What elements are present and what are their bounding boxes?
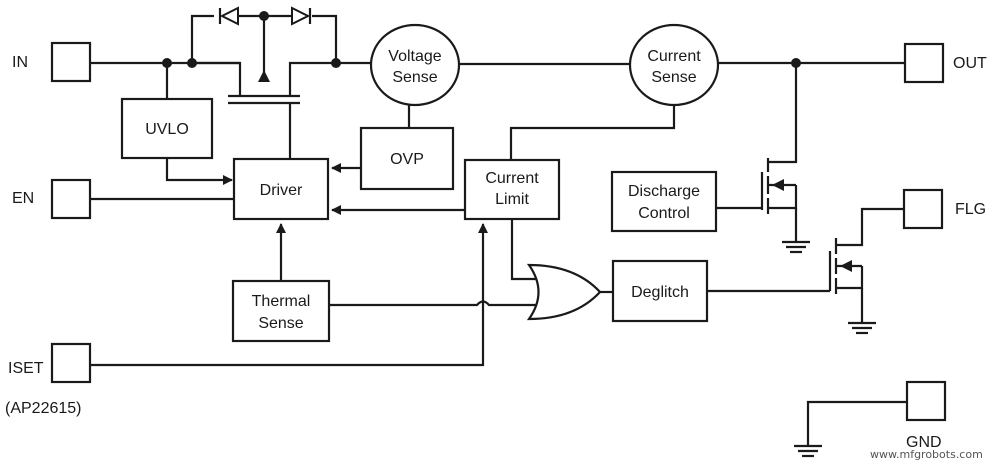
discharge-control-label-line2: Control [638,205,690,222]
current-sense-block: Current Sense [628,23,720,107]
flag-mosfet [828,207,904,335]
pin-en: EN [12,178,92,220]
pin-iset-label: ISET [8,360,44,377]
uvlo-label: UVLO [145,121,189,138]
pin-gnd: GND [905,380,947,451]
pin-en-label: EN [12,190,34,207]
ovp-block: OVP [331,105,455,191]
voltage-sense-label-line1: Voltage [388,48,441,65]
junction-dot [187,58,197,68]
pass-mosfet-body-arrow [258,70,270,82]
junction-dot [259,11,269,21]
uvlo-block: UVLO [120,63,233,185]
discharge-mosfet [760,63,810,254]
voltage-sense-label-line2: Sense [392,69,437,86]
pin-flg-label: FLG [955,201,986,218]
driver-label: Driver [260,182,303,199]
thermal-sense-label-line2: Sense [258,315,303,332]
current-limit-label-line2: Limit [495,191,529,208]
diode-left [218,6,239,26]
pin-gnd-label: GND [906,434,942,451]
pin-out: OUT [903,42,987,84]
deglitch-block: Deglitch [611,259,830,323]
gnd-wiring [794,400,907,458]
discharge-control-label-line1: Discharge [628,183,700,200]
deglitch-label: Deglitch [631,284,689,301]
thermal-sense-block: Thermal Sense [231,223,538,343]
ovp-label: OVP [390,151,424,168]
diode-right [291,6,312,26]
pin-flg: FLG [902,188,986,230]
current-sense-label-line1: Current [647,48,701,65]
pin-out-label: OUT [953,55,987,72]
voltage-sense-block: Voltage Sense [369,23,461,107]
driver-block: Driver [232,157,330,221]
junction-dot [331,58,341,68]
watermark-text: www.mfgrobots.com [870,448,983,461]
pin-iset: ISET (AP22615) [5,342,92,417]
current-limit-label-line1: Current [485,170,539,187]
iset-wire [90,223,488,367]
or-gate [526,263,613,321]
part-number-label: (AP22615) [5,400,82,417]
current-limit-block: Current Limit [331,105,676,281]
pin-in: IN [12,41,92,83]
current-sense-label-line2: Sense [651,69,696,86]
discharge-control-block: Discharge Control [610,170,762,233]
pin-in-label: IN [12,54,28,71]
thermal-sense-label-line1: Thermal [252,293,311,310]
